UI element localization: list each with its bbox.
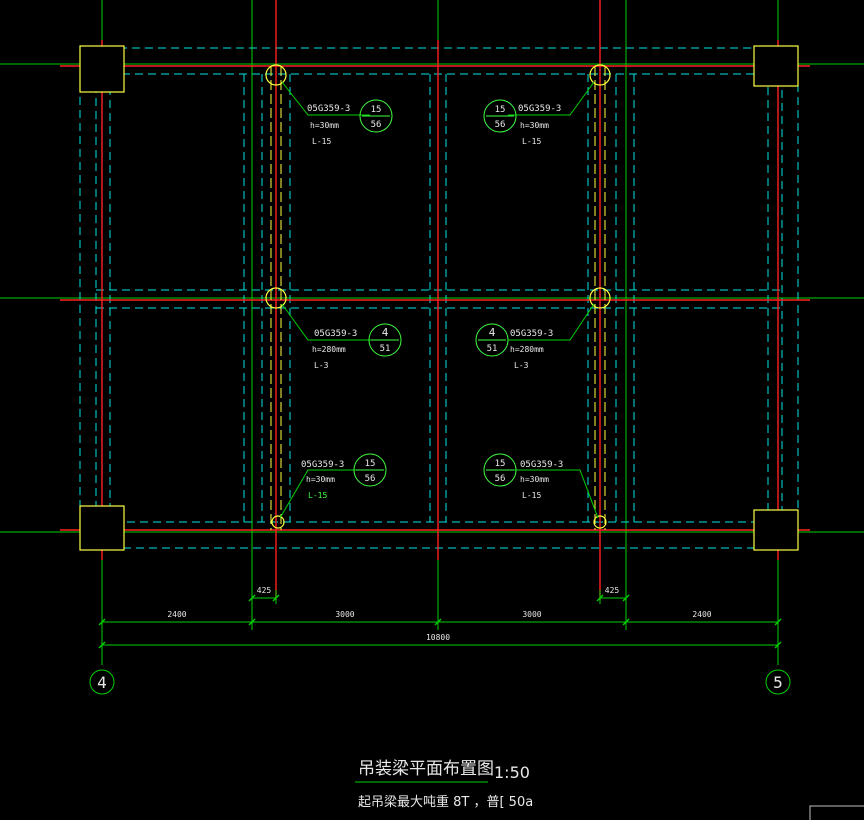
red-axis-lines [60, 0, 810, 600]
beam-code: 05G359-3 [301, 460, 344, 470]
label-circle [353, 453, 387, 487]
beam-name: L-15 [522, 137, 541, 146]
beam-height: h=280mm [510, 345, 544, 354]
beam-name: L-15 [522, 491, 541, 500]
beam-code: 05G359-3 [307, 104, 350, 114]
beam-code: 05G359-3 [510, 329, 553, 339]
beam-label-4: 05G359-3 h=280mm L-3 4 51 [475, 323, 553, 370]
dim-span-4: 2400 [692, 610, 711, 619]
beam-height: h=30mm [306, 475, 335, 484]
beam-label-2: 05G359-3 h=30mm L-15 15 56 [483, 99, 561, 146]
beam-name: L-15 [312, 137, 331, 146]
label-circle [359, 99, 393, 133]
dim-total: 10800 [426, 633, 450, 642]
axis-label: 4 [97, 673, 107, 692]
circle-top-number: 4 [489, 326, 496, 339]
drawing-scale: 1:50 [494, 763, 530, 782]
leader-lines [279, 81, 599, 519]
yellow-crane-beams [270, 66, 606, 530]
beam-height: h=280mm [312, 345, 346, 354]
corner-columns [79, 45, 799, 551]
label-circle [483, 99, 517, 133]
beam-label-3: 05G359-3 h=280mm L-3 4 51 [312, 323, 402, 370]
beam-name: L-3 [314, 361, 329, 370]
circle-bottom-number: 56 [371, 120, 382, 130]
beam-height: h=30mm [520, 475, 549, 484]
beam-name: L-3 [514, 361, 529, 370]
beam-height: h=30mm [310, 121, 339, 130]
dim-span-1: 2400 [167, 610, 186, 619]
axis-bubble-right: 5 [765, 669, 791, 695]
label-circle [475, 323, 509, 357]
beam-label-5: 05G359-3 h=30mm L-15 15 56 [301, 453, 387, 500]
circle-bottom-number: 56 [495, 474, 506, 484]
circle-bottom-number: 51 [487, 344, 498, 354]
drawing-title: 吊装梁平面布置图 [358, 759, 494, 779]
circle-top-number: 15 [371, 105, 382, 115]
drawing-subtitle: 起吊梁最大吨重 8T ，普[ 50a [358, 794, 533, 810]
cyan-beam-outlines [79, 47, 799, 549]
dimension-lines [101, 590, 779, 655]
dimension-ticks [98, 594, 782, 649]
dim-offset-left: 425 [257, 586, 272, 595]
circle-top-number: 15 [365, 459, 376, 469]
green-grid-lines [0, 0, 864, 665]
frame-corner [809, 805, 864, 820]
beam-label-6: 05G359-3 h=30mm L-15 15 56 [483, 453, 563, 500]
beam-code: 05G359-3 [518, 104, 561, 114]
circle-top-number: 15 [495, 105, 506, 115]
circle-bottom-number: 56 [365, 474, 376, 484]
hanger-circles [265, 64, 611, 529]
label-circle [368, 323, 402, 357]
circle-bottom-number: 51 [380, 344, 391, 354]
beam-height: h=30mm [520, 121, 549, 130]
beam-label-1: 05G359-3 h=30mm L-15 15 56 [307, 99, 393, 146]
label-circle [483, 453, 517, 487]
dim-offset-right: 425 [605, 586, 620, 595]
beam-code: 05G359-3 [314, 329, 357, 339]
circle-top-number: 15 [495, 459, 506, 469]
beam-code: 05G359-3 [520, 460, 563, 470]
dim-span-2: 3000 [335, 610, 354, 619]
axis-label: 5 [773, 673, 783, 692]
beam-name: L-15 [308, 491, 327, 500]
dim-span-3: 3000 [522, 610, 541, 619]
circle-bottom-number: 56 [495, 120, 506, 130]
axis-bubble-left: 4 [89, 669, 115, 695]
circle-top-number: 4 [382, 326, 389, 339]
